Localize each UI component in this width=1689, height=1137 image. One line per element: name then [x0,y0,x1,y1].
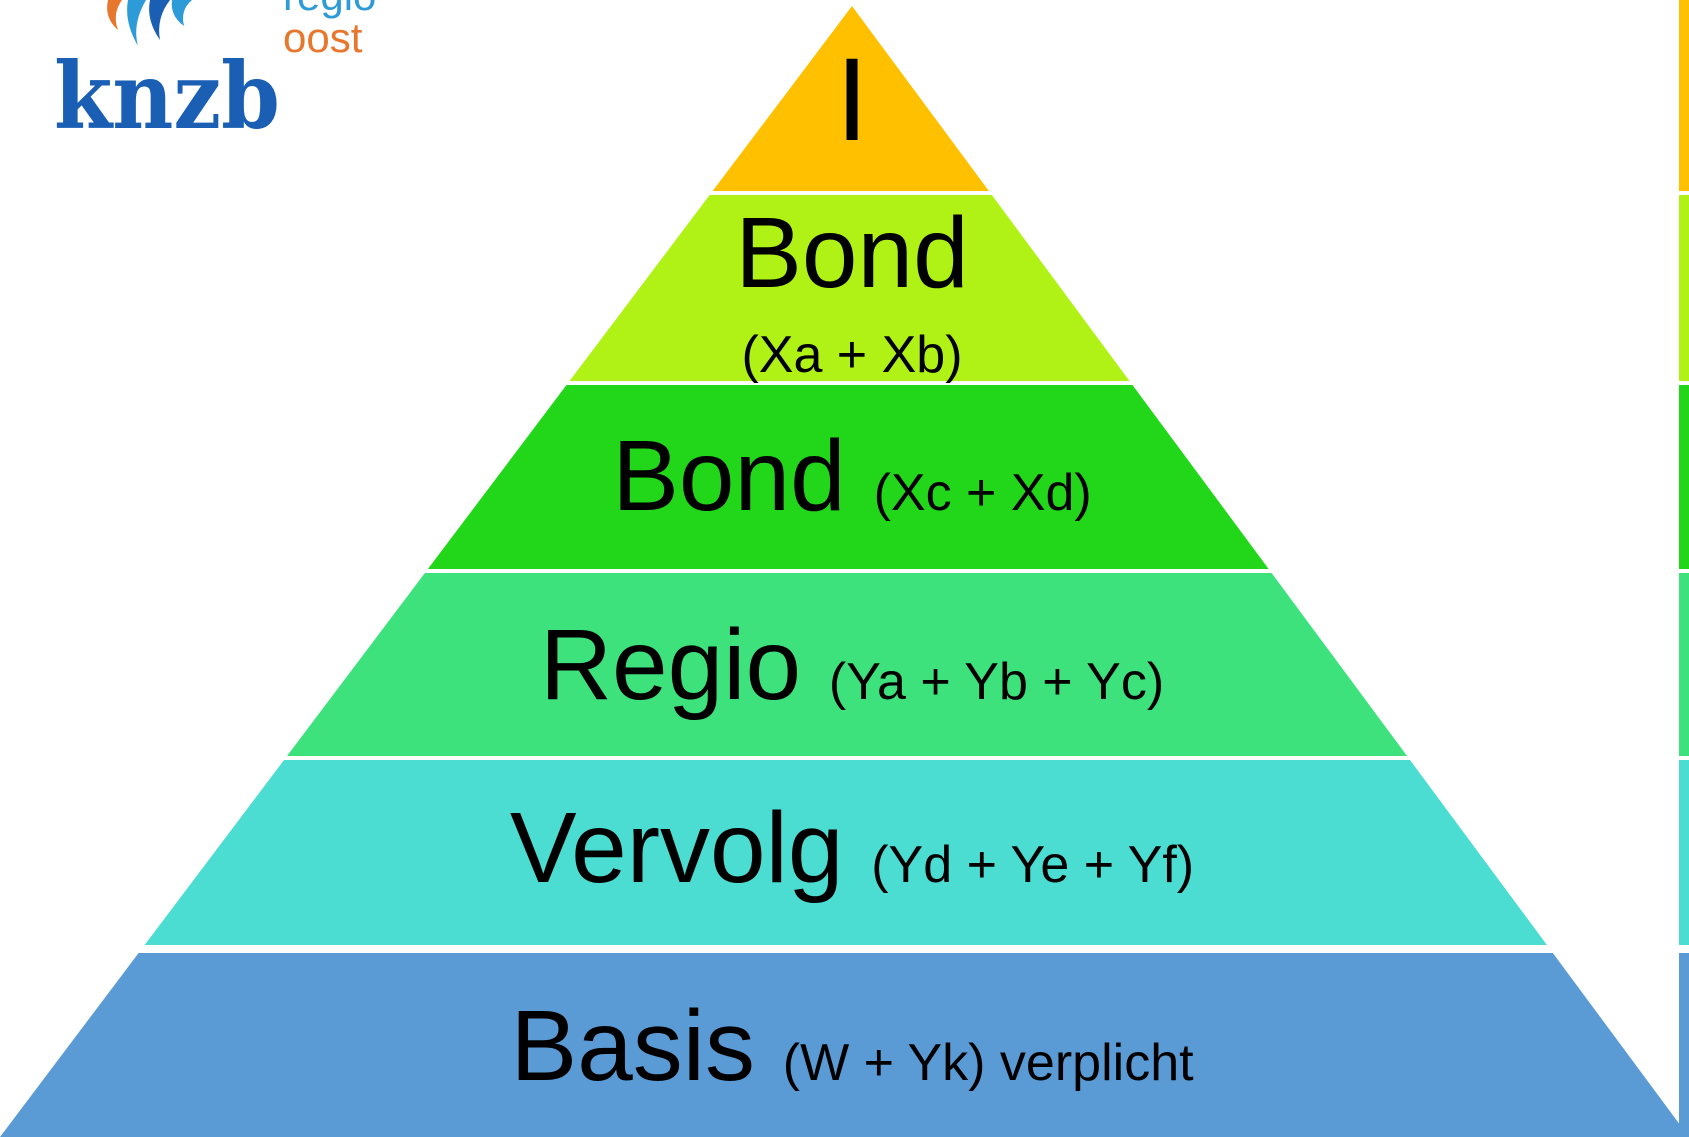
side-strip-segment [1679,0,1689,191]
side-strip-segment [1679,385,1689,569]
flame-icon [107,0,192,46]
pyramid-level-5-label: Vervolg (Yd + Ye + Yf) [510,792,1194,904]
pyramid-level-5-sublabel: (Yd + Ye + Yf) [871,836,1194,894]
pyramid-level-4-label: Regio (Ya + Yb + Yc) [540,609,1164,721]
pyramid-level-2-label: Bond [735,197,969,309]
pyramid-level-6 [0,953,1689,1137]
pyramid-level-6-label: Basis (W + Yk) verplicht [510,990,1194,1102]
pyramid-level-6-sublabel: (W + Yk) verplicht [783,1034,1194,1092]
pyramid-level-3 [427,385,1269,569]
pyramid-level-4-sublabel: (Ya + Yb + Yc) [829,653,1164,711]
pyramid-level-1 [712,6,989,191]
side-strip-segment [1679,760,1689,945]
logo-region-line1: regio [283,0,376,19]
pyramid-level-1-label: I [836,34,869,166]
pyramid-level-5 [144,760,1547,945]
side-color-strip [1679,0,1689,1137]
side-strip-segment [1679,195,1689,381]
logo-region-line2: oost [283,14,363,61]
pyramid-level-3-sublabel: (Xc + Xd) [874,464,1092,522]
logo-wordmark: knzb [54,42,280,150]
side-strip-segment [1679,953,1689,1137]
pyramid-level-4 [287,573,1408,756]
side-strip-segment [1679,573,1689,756]
pyramid-level-3-label: Bond (Xc + Xd) [612,420,1092,532]
pyramid-level-2-sublabel: (Xa + Xb) [741,326,962,384]
pyramid-level-2 [569,195,1130,381]
knzb-logo: regio oost knzb [54,0,376,150]
